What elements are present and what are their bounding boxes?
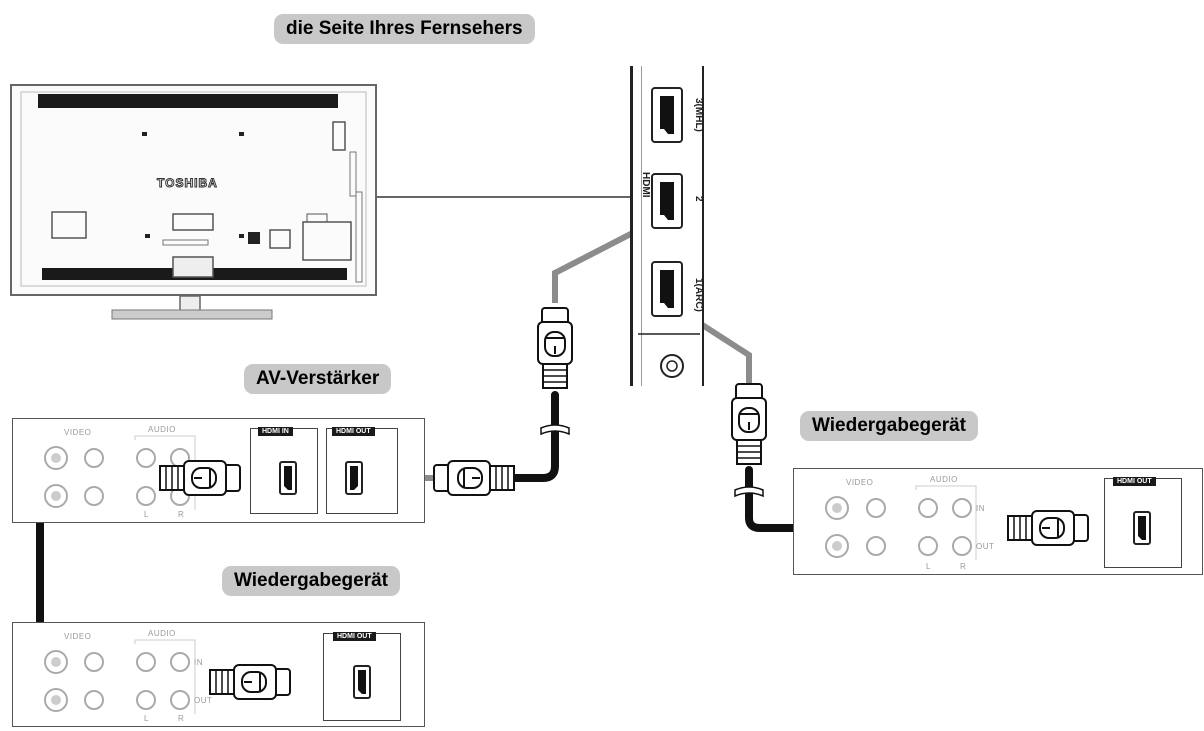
hdmi-plug-tv-port2 bbox=[537, 307, 573, 389]
cable-playback-to-tv bbox=[745, 466, 1017, 532]
pl-hdmi-out-label: HDMI OUT bbox=[333, 632, 376, 641]
pr-hdmi-out-label: HDMI OUT bbox=[1113, 477, 1156, 486]
pl-r-label: R bbox=[178, 714, 185, 723]
pr-l-label: L bbox=[926, 562, 931, 571]
tv-brand-label: TOSHIBA bbox=[157, 176, 218, 191]
hdmi-plug-av-in bbox=[159, 460, 241, 496]
pl-out-label: OUT bbox=[194, 696, 213, 705]
tv-side-caption: die Seite Ihres Fernsehers bbox=[274, 14, 535, 44]
playback-left-caption: Wiedergabegerät bbox=[222, 566, 400, 596]
cable-av-to-tv bbox=[511, 391, 559, 482]
pr-out-label: OUT bbox=[976, 542, 995, 551]
hdmi-plug-playback-left bbox=[209, 664, 291, 700]
av-hdmi-in-label: HDMI IN bbox=[258, 427, 293, 436]
pl-audio-label: AUDIO bbox=[148, 629, 176, 638]
arrow-shaft-panel1 bbox=[685, 312, 752, 383]
pl-l-label: L bbox=[144, 714, 149, 723]
pr-audio-label: AUDIO bbox=[930, 475, 958, 484]
pr-r-label: R bbox=[960, 562, 967, 571]
tv-rear-view bbox=[10, 84, 377, 320]
av-video-label: VIDEO bbox=[64, 428, 92, 437]
av-receiver-caption: AV-Verstärker bbox=[244, 364, 392, 394]
av-hdmi-out-label: HDMI OUT bbox=[332, 427, 375, 436]
hdmi-plug-tv-port1 bbox=[731, 383, 767, 465]
av-l-label: L bbox=[144, 510, 149, 519]
cable-break-left bbox=[540, 424, 570, 436]
pl-video-label: VIDEO bbox=[64, 632, 92, 641]
cable-break-right bbox=[734, 486, 764, 498]
pr-in-label: IN bbox=[976, 504, 985, 513]
pl-in-label: IN bbox=[194, 658, 203, 667]
hdmi-plug-playback-right bbox=[1007, 510, 1089, 546]
av-audio-label: AUDIO bbox=[148, 425, 176, 434]
pr-video-label: VIDEO bbox=[846, 478, 874, 487]
playback-right-caption: Wiedergabegerät bbox=[800, 411, 978, 441]
arrow-shaft-panel2 bbox=[552, 220, 653, 303]
hdmi-plug-av-out bbox=[433, 460, 515, 496]
panel-sockets bbox=[638, 87, 700, 378]
av-r-label: R bbox=[178, 510, 185, 519]
